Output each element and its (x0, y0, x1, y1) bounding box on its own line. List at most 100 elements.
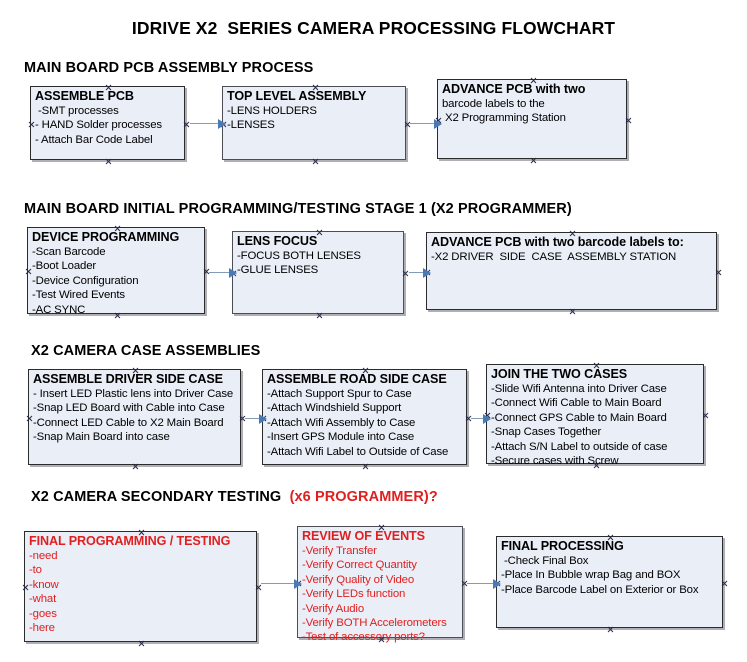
process-box-line: -Check Final Box (501, 555, 589, 567)
arrowhead-icon (259, 414, 267, 424)
process-box-line: -Test of accessory ports? (302, 631, 425, 644)
process-box-line: -Attach S/N Label to outside of case (491, 440, 668, 453)
section-header-accent-text: (x6 PROGRAMMER)? (289, 489, 438, 505)
connector-conn-driver-to-road[interactable] (245, 418, 259, 420)
process-box-assemble-driver-side-case[interactable]: ASSEMBLE DRIVER SIDE CASE - Insert LED Pl… (28, 369, 241, 465)
process-box-advance-pcb-driver-side-case[interactable]: ADVANCE PCB with two barcode labels to: -… (426, 232, 717, 310)
process-box-line: -Slide Wifi Antenna into Driver Case (491, 383, 667, 395)
connector-conn-lens-to-advance[interactable] (409, 272, 423, 274)
resize-bottom-handle-icon[interactable] (316, 312, 323, 319)
process-box-line: -Verify LEDs function (302, 588, 406, 601)
process-box-line: -Snap LED Board with Cable into Case (33, 402, 225, 415)
process-box-assemble-road-side-case[interactable]: ASSEMBLE ROAD SIDE CASE-Attach Support S… (262, 369, 467, 465)
resize-left-handle-icon[interactable] (25, 268, 32, 275)
resize-bottom-handle-icon[interactable] (132, 463, 139, 470)
connector-conn-road-to-join[interactable] (471, 418, 483, 420)
connector-conn-device-to-lens[interactable] (209, 272, 229, 274)
process-box-line: -Verify Correct Quantity (302, 559, 417, 572)
process-box-content: ADVANCE PCB with two barcode labels to: -… (431, 235, 747, 264)
arrowhead-icon (483, 414, 491, 424)
connector-conn-pcb-to-top[interactable] (190, 123, 218, 125)
process-box-line: -Verify BOTH Accelerometers (302, 617, 447, 630)
resize-bottom-handle-icon[interactable] (105, 158, 112, 165)
arrowhead-icon (218, 119, 226, 129)
process-box-line: -Verify Quality of Video (302, 573, 415, 586)
process-box-line: -Boot Loader (32, 260, 97, 273)
process-box-line: -Connect Wifi Cable to Main Board (491, 397, 662, 410)
process-box-title: ASSEMBLE DRIVER SIDE CASE (33, 372, 223, 386)
section-header-main-board-initial-programming: MAIN BOARD INITIAL PROGRAMMING/TESTING S… (24, 201, 572, 217)
process-box-line: -Device Configuration (32, 274, 139, 287)
process-box-content: TOP LEVEL ASSEMBLY -LENS HOLDERS -LENSES (227, 89, 445, 133)
section-header-text: MAIN BOARD INITIAL PROGRAMMING/TESTING S… (24, 201, 572, 217)
resize-bottom-handle-icon[interactable] (312, 158, 319, 165)
page-title: IDRIVE X2 SERIES CAMERA PROCESSING FLOWC… (131, 18, 616, 38)
process-box-line: - HAND Solder processes (35, 119, 162, 132)
process-box-assemble-pcb[interactable]: ASSEMBLE PCB -SMT processes- HAND Solder… (30, 86, 185, 160)
process-box-final-programming-testing[interactable]: FINAL PROGRAMMING / TESTING-need-to-know… (24, 531, 257, 642)
process-box-line: -FOCUS BOTH LENSES (237, 250, 361, 262)
connector-conn-final-to-review[interactable] (261, 583, 294, 585)
process-box-line: -goes (29, 607, 57, 620)
resize-bottom-handle-icon[interactable] (569, 308, 576, 315)
process-box-line: -what (29, 593, 57, 606)
section-header-text: X2 CAMERA CASE ASSEMBLIES (31, 343, 261, 359)
process-box-line: -Connect LED Cable to X2 Main Board (33, 416, 224, 429)
process-box-line: - Attach Bar Code Label (35, 133, 153, 146)
process-box-join-the-two-cases[interactable]: JOIN THE TWO CASES -Slide Wifi Antenna in… (486, 364, 704, 467)
process-box-title: FINAL PROGRAMMING / TESTING (29, 534, 231, 548)
arrowhead-icon (493, 579, 501, 589)
process-box-content: LENS FOCUS-FOCUS BOTH LENSES-GLUE LENSES (237, 234, 443, 278)
process-box-content: ASSEMBLE ROAD SIDE CASE-Attach Support S… (267, 372, 506, 459)
process-box-line: -X2 DRIVER SIDE CASE ASSEMBLY STATION (431, 251, 677, 263)
resize-bottom-handle-icon[interactable] (138, 640, 145, 647)
process-box-content: ASSEMBLE DRIVER SIDE CASE - Insert LED Pl… (33, 372, 280, 445)
resize-left-handle-icon[interactable] (28, 121, 35, 128)
process-box-line: barcode labels to the (442, 98, 545, 110)
resize-bottom-handle-icon[interactable] (362, 463, 369, 470)
process-box-final-processing[interactable]: FINAL PROCESSING -Check Final Box-Place … (496, 536, 723, 628)
process-box-title: DEVICE PROGRAMMING (32, 230, 180, 244)
process-box-line: -Attach Wifi Label to Outside of Case (267, 445, 449, 458)
process-box-title: TOP LEVEL ASSEMBLY (227, 89, 367, 103)
process-box-line: -Test Wired Events (32, 289, 125, 302)
section-header-text: X2 CAMERA SECONDARY TESTING (31, 489, 290, 505)
resize-bottom-handle-icon[interactable] (530, 157, 537, 164)
process-box-device-programming[interactable]: DEVICE PROGRAMMING-Scan Barcode-Boot Loa… (25, 227, 205, 316)
process-box-content: JOIN THE TWO CASES -Slide Wifi Antenna in… (491, 367, 743, 468)
process-box-line: -here (29, 622, 55, 635)
process-box-lens-focus[interactable]: LENS FOCUS-FOCUS BOTH LENSES-GLUE LENSES (232, 231, 404, 314)
process-box-top-level-assembly[interactable]: TOP LEVEL ASSEMBLY -LENS HOLDERS -LENSES (222, 86, 406, 160)
resize-left-handle-icon[interactable] (22, 584, 29, 591)
process-box-title: ASSEMBLE ROAD SIDE CASE (267, 372, 447, 386)
process-box-advance-pcb-programming-station[interactable]: ADVANCE PCB with two barcode labels to th… (437, 79, 627, 159)
arrowhead-icon (423, 268, 431, 278)
process-box-title: JOIN THE TWO CASES (491, 367, 628, 381)
process-box-line: -Insert GPS Module into Case (267, 431, 415, 444)
resize-bottom-handle-icon[interactable] (607, 626, 614, 633)
process-box-line: -Place Barcode Label on Exterior or Box (501, 583, 699, 596)
connector-conn-top-to-advance[interactable] (410, 123, 434, 125)
connector-conn-review-to-processing[interactable] (467, 583, 493, 585)
process-box-title: ADVANCE PCB with two (442, 82, 586, 96)
process-box-line: -LENS HOLDERS (227, 105, 317, 117)
process-box-review-of-events[interactable]: REVIEW OF EVENTS-Verify Transfer-Verify … (297, 526, 463, 643)
arrowhead-icon (294, 579, 302, 589)
process-box-line: X2 Programming Station (442, 112, 566, 125)
process-box-content: DEVICE PROGRAMMING-Scan Barcode-Boot Loa… (32, 230, 244, 317)
process-box-line: -AC SYNC (32, 303, 86, 316)
section-header-x2-camera-case-assemblies: X2 CAMERA CASE ASSEMBLIES (31, 343, 260, 359)
resize-left-handle-icon[interactable] (26, 415, 33, 422)
process-box-title: ADVANCE PCB with two barcode labels to: (431, 235, 684, 249)
section-header-x2-camera-secondary-testing: X2 CAMERA SECONDARY TESTING (x6 PROGRAMM… (31, 489, 438, 505)
process-box-title: LENS FOCUS (237, 234, 318, 248)
process-box-line: -Verify Audio (302, 602, 364, 615)
arrowhead-icon (229, 268, 237, 278)
arrowhead-icon (434, 119, 442, 129)
process-box-content: ADVANCE PCB with two barcode labels to th… (442, 82, 666, 126)
process-box-line: -know (29, 578, 59, 591)
process-box-line: -Snap Main Board into case (33, 431, 170, 444)
process-box-line: - Insert LED Plastic lens into Driver Ca… (33, 388, 234, 400)
resize-right-handle-icon[interactable] (715, 269, 722, 276)
process-box-line: -LENSES (227, 119, 275, 132)
